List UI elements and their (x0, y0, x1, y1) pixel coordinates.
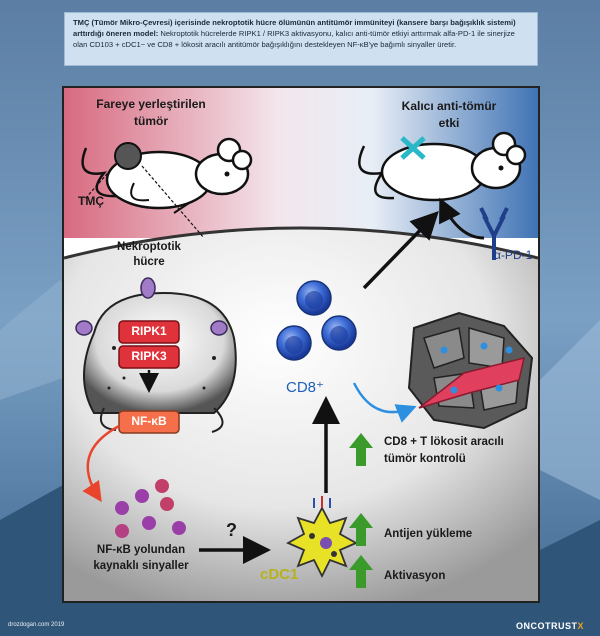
green-arrow-icon (349, 433, 373, 588)
question-mark: ? (226, 520, 237, 540)
footer-credit: drozdogan.com 2019 (8, 622, 65, 628)
brand-main: ONCOTRUST (515, 621, 578, 631)
tumor-mass-icon (114, 142, 142, 170)
ripk3-label: RIPK3 (131, 349, 167, 363)
mouse-right-title: Kalıcı anti-tömür etki (401, 99, 497, 130)
ripk3-box (118, 345, 180, 369)
mouse-right-icon (358, 131, 527, 202)
tumor-cleared-x-icon (400, 136, 426, 160)
brand-logo: ONCOTRUSTX (516, 621, 584, 631)
nfkb-box (118, 410, 180, 434)
cd8-effect-label: CD8 + T lökosit aracılı tümör kontrolü (384, 436, 504, 465)
necroptotic-cell-label: Nekroptotik hücre (117, 241, 181, 268)
brand-accent: X (577, 621, 584, 631)
cdc1-cell-icon (285, 496, 359, 579)
nfkb-signals-label: NF-κB yolundan kaynaklı sinyaller (93, 544, 189, 572)
caption-body: Nekroptotik hücrelerde RIPK1 / RIPK3 akt… (73, 29, 515, 49)
caption-box: TMÇ (Tümör Mikro-Çevresi) içerisinde nek… (64, 12, 538, 66)
nfkb-label: NF-κB (131, 414, 167, 428)
signal-molecules-icon (115, 479, 186, 538)
antibody-icon (479, 207, 509, 260)
diagram-canvas (64, 88, 538, 601)
cd8-label: CD8⁺ (286, 379, 324, 396)
diagram-panel: Fareye yerleştirilen tümör TMÇ Kalıcı an… (62, 86, 540, 603)
anti-pd1-label: α-PD-1 (494, 248, 533, 262)
mlkl-pore-icon (75, 277, 228, 336)
ripk1-label: RIPK1 (131, 324, 167, 338)
tumor-tissue-icon (407, 311, 534, 430)
activation-label: Aktivasyon (384, 570, 446, 582)
antigen-loading-label: Antijen yükleme (384, 528, 473, 540)
cdc1-label: cDC1 (260, 566, 299, 583)
mouse-left-title: Fareye yerleştirilen tümör (96, 97, 206, 128)
mouse-left-icon (81, 137, 253, 239)
tmc-label: TMÇ (78, 194, 104, 208)
caption-lead: TMÇ (Tümör Mikro-Çevresi) içerisinde nek… (73, 18, 516, 38)
ripk1-box (118, 320, 180, 344)
cd8-t-cells-icon (276, 280, 357, 361)
